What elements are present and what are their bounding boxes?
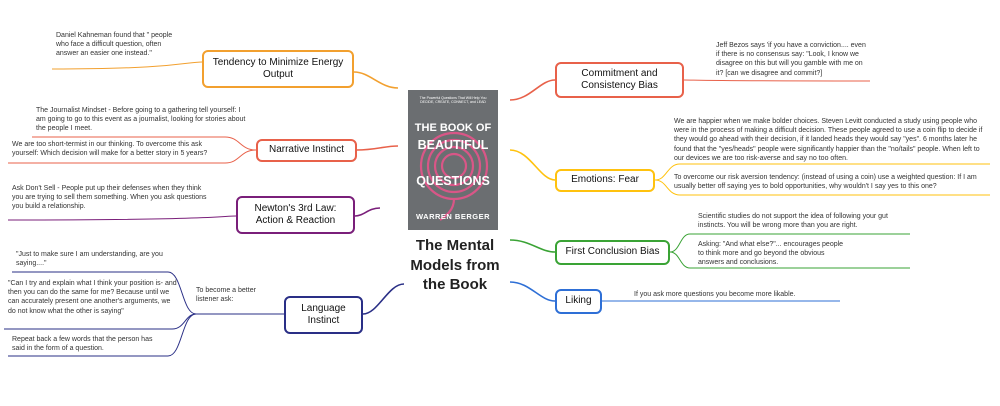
connector-narrative: [356, 145, 399, 151]
connector-first: [509, 239, 556, 253]
connector-language-note1: [12, 271, 197, 315]
node-liking[interactable]: Liking: [555, 289, 602, 314]
node-first-conclusion-bias[interactable]: First Conclusion Bias: [555, 240, 670, 265]
connector-fear: [509, 149, 556, 181]
connector-energy: [353, 71, 399, 89]
connector-fear-note2: [654, 179, 990, 196]
note-can-i-try-and-explain: "Can I try and explain what I think your…: [8, 280, 177, 315]
node-label: Commitment and Consistency Bias: [581, 67, 658, 92]
connector-first-note1: [669, 233, 910, 253]
note-kahneman: Daniel Kahneman found that " people who …: [56, 32, 173, 58]
node-label: Liking: [565, 295, 592, 307]
cover-title-line2: BEAUTIFUL: [417, 138, 489, 152]
connector-language: [362, 283, 405, 315]
note-happier-bolder-choices: We are happier when we make bolder choic…: [674, 118, 983, 162]
cover-spiral-graphic: [419, 131, 489, 221]
connector-liking: [509, 281, 556, 302]
cover-author: WARREN BERGER: [415, 212, 490, 221]
note-repeat-back: Repeat back a few words that the person …: [12, 336, 153, 353]
node-label: First Conclusion Bias: [565, 246, 660, 258]
connector-commitment-note: [683, 79, 871, 82]
node-narrative-instinct[interactable]: Narrative Instinct: [256, 139, 357, 162]
note-ask-more-questions: If you ask more questions you become mor…: [634, 291, 796, 298]
note-and-what-else: Asking: "And what else?"... encourages p…: [698, 241, 844, 267]
connector-energy-note: [51, 61, 203, 70]
connector-newton: [354, 207, 381, 217]
node-label: Tendency to Minimize Energy Output: [212, 56, 344, 81]
note-better-listener: To become a better listener ask:: [196, 287, 256, 304]
connector-narrative-note2: [8, 149, 257, 164]
node-label: Narrative Instinct: [268, 144, 345, 156]
note-just-to-make-sure: "Just to make sure I am understanding, a…: [16, 251, 163, 268]
note-journalist-mindset: The Journalist Mindset - Before going to…: [36, 107, 246, 133]
note-jeff-bezos: Jeff Bezos says 'if you have a convictio…: [716, 42, 866, 77]
node-commitment-consistency[interactable]: Commitment and Consistency Bias: [555, 62, 684, 98]
cover-title-line3: QUESTIONS: [416, 174, 490, 188]
node-tendency-minimize-energy[interactable]: Tendency to Minimize Energy Output: [202, 50, 354, 88]
node-emotions-fear[interactable]: Emotions: Fear: [555, 169, 655, 192]
cover-title-line1: THE BOOK OF: [414, 122, 492, 134]
node-label: Newton's 3rd Law: Action & Reaction: [254, 202, 337, 227]
note-short-termist: We are too short-termist in our thinking…: [12, 141, 208, 158]
cover-tagline: The Powerful Questions That Will Help Yo…: [419, 96, 487, 105]
node-label: Language Instinct: [301, 302, 346, 327]
connector-language-note3: [8, 313, 197, 357]
central-topic-title: The Mental Models from the Book: [410, 237, 500, 293]
node-language-instinct[interactable]: Language Instinct: [284, 296, 363, 334]
connector-language-note2: [4, 313, 197, 330]
connector-first-note2: [669, 251, 910, 269]
connector-narrative-note1: [32, 136, 257, 151]
node-newtons-third-law[interactable]: Newton's 3rd Law: Action & Reaction: [236, 196, 355, 234]
note-gut-instincts: Scientific studies do not support the id…: [698, 213, 888, 230]
book-cover: The Powerful Questions That Will Help Yo…: [408, 90, 498, 230]
node-label: Emotions: Fear: [571, 174, 639, 186]
connector-newton-note: [7, 215, 237, 221]
note-ask-dont-sell: Ask Don't Sell - People put up their def…: [12, 185, 207, 211]
connector-commitment: [509, 79, 556, 101]
connector-fear-note1: [654, 163, 990, 181]
note-weighted-question: To overcome our risk aversion tendency: …: [674, 174, 977, 191]
